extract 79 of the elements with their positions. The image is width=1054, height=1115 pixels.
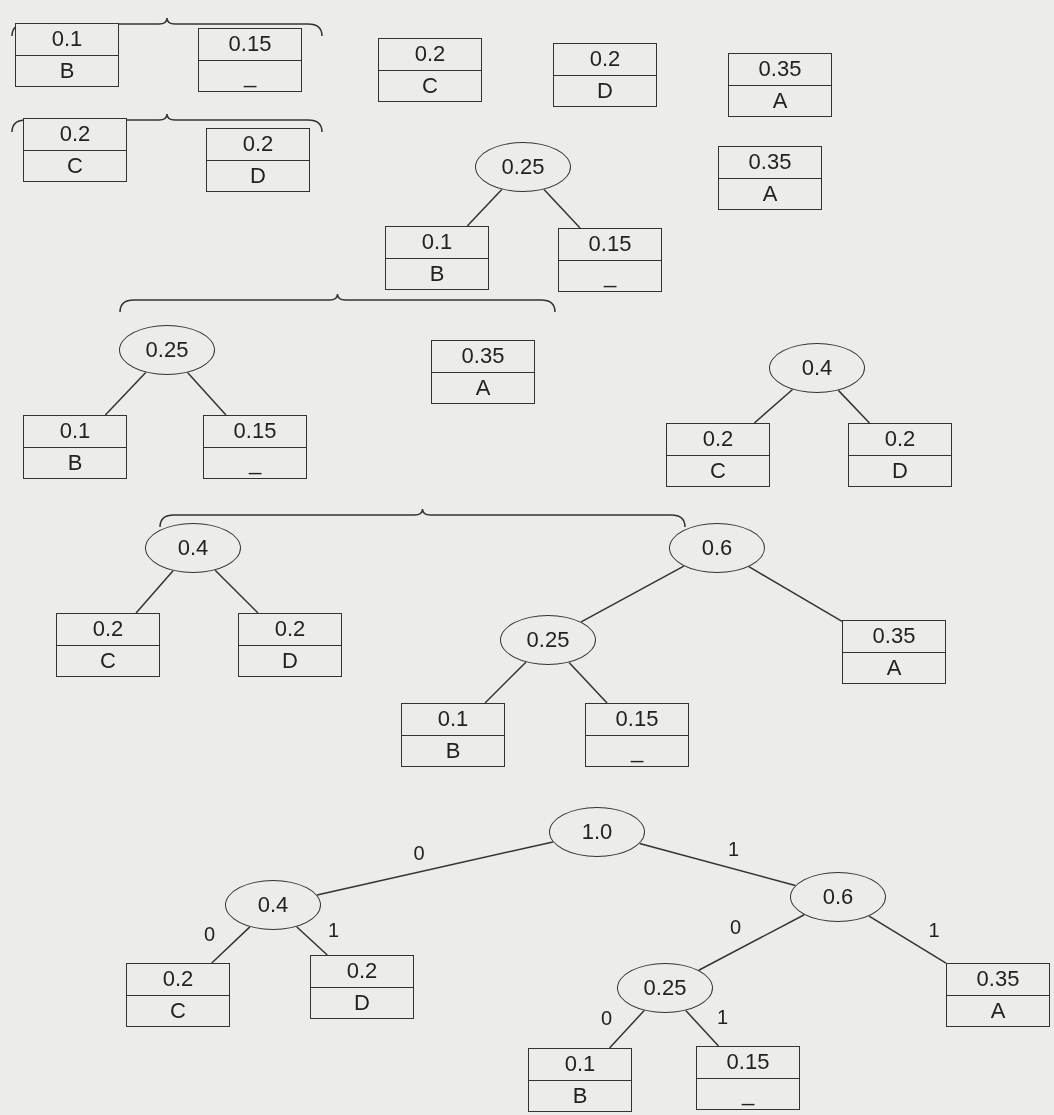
leaf-box	[553, 43, 657, 107]
tree-edge	[748, 565, 843, 623]
tree-node-circle: 0.4	[769, 343, 865, 393]
leaf-box	[238, 613, 342, 677]
tree-edge	[698, 914, 805, 971]
leaf-box	[842, 620, 946, 684]
tree-edge	[295, 926, 328, 956]
tree-node-circle: 0.25	[500, 615, 596, 665]
tree-edge	[753, 388, 794, 424]
probability: 0.15	[227, 30, 273, 59]
leaf-box	[401, 703, 505, 767]
probability: 0.15	[725, 1048, 771, 1077]
leaf-box	[848, 423, 952, 487]
leaf-box	[585, 703, 689, 767]
tree-edge	[608, 1009, 645, 1049]
leaf-box	[206, 128, 310, 192]
leaf-box	[15, 23, 119, 87]
tree-edge	[685, 1009, 720, 1047]
probability: 0.2	[241, 130, 275, 159]
leaf-box	[203, 415, 307, 479]
tree-edge	[543, 188, 581, 229]
probability: 0.35	[460, 342, 506, 371]
tree-node-circle: 0.25	[119, 325, 215, 375]
probability: 0.15	[587, 230, 633, 259]
tree-edge	[466, 188, 503, 227]
leaf-box	[431, 340, 535, 404]
leaf-box	[528, 1048, 632, 1112]
probability: 0.35	[747, 148, 793, 177]
probability: 0.2	[701, 425, 735, 454]
tree-edge	[868, 915, 947, 964]
tree-node-circle: 0.25	[617, 963, 713, 1013]
tree-edge	[837, 389, 871, 424]
leaf-box	[198, 28, 302, 92]
leaf-box	[310, 955, 414, 1019]
leaf-box	[385, 226, 489, 290]
probability: 0.2	[91, 615, 125, 644]
probability: 0.1	[436, 705, 470, 734]
probability: 0.2	[413, 40, 447, 69]
probability: 0.35	[975, 965, 1021, 994]
tree-edge	[186, 371, 227, 416]
tree-node-circle: 0.4	[225, 880, 321, 930]
tree-node-circle: 0.4	[145, 523, 241, 573]
tree-edge	[568, 661, 608, 704]
leaf-box	[23, 415, 127, 479]
leaf-box	[696, 1046, 800, 1110]
probability: 0.1	[420, 228, 454, 257]
tree-edge	[135, 570, 174, 614]
leaf-box	[718, 146, 822, 210]
probability: 0.1	[50, 25, 84, 54]
tree-edge	[214, 569, 259, 614]
tree-edge	[638, 842, 797, 887]
probability: 0.2	[58, 120, 92, 149]
tree-edge	[104, 371, 147, 416]
probability: 0.35	[871, 622, 917, 651]
probability: 0.35	[757, 55, 803, 84]
leaf-box	[56, 613, 160, 677]
probability: 0.1	[58, 417, 92, 446]
leaf-box	[946, 963, 1050, 1027]
leaf-box	[23, 118, 127, 182]
tree-edge	[580, 565, 685, 623]
probability: 0.15	[232, 417, 278, 446]
tree-edge	[211, 926, 251, 964]
tree-edge	[484, 661, 527, 704]
probability: 0.2	[161, 965, 195, 994]
probability: 0.15	[614, 705, 660, 734]
leaf-box	[728, 53, 832, 117]
tree-node-circle: 0.6	[790, 872, 886, 922]
tree-node-circle: 0.6	[669, 523, 765, 573]
tree-node-circle: 0.25	[475, 142, 571, 192]
leaf-box	[558, 228, 662, 292]
tree-node-circle: 1.0	[549, 807, 645, 857]
leaf-box	[126, 963, 230, 1027]
probability: 0.1	[563, 1050, 597, 1079]
leaf-box	[378, 38, 482, 102]
probability: 0.2	[273, 615, 307, 644]
leaf-box	[666, 423, 770, 487]
probability: 0.2	[588, 45, 622, 74]
probability: 0.2	[883, 425, 917, 454]
probability: 0.2	[345, 957, 379, 986]
